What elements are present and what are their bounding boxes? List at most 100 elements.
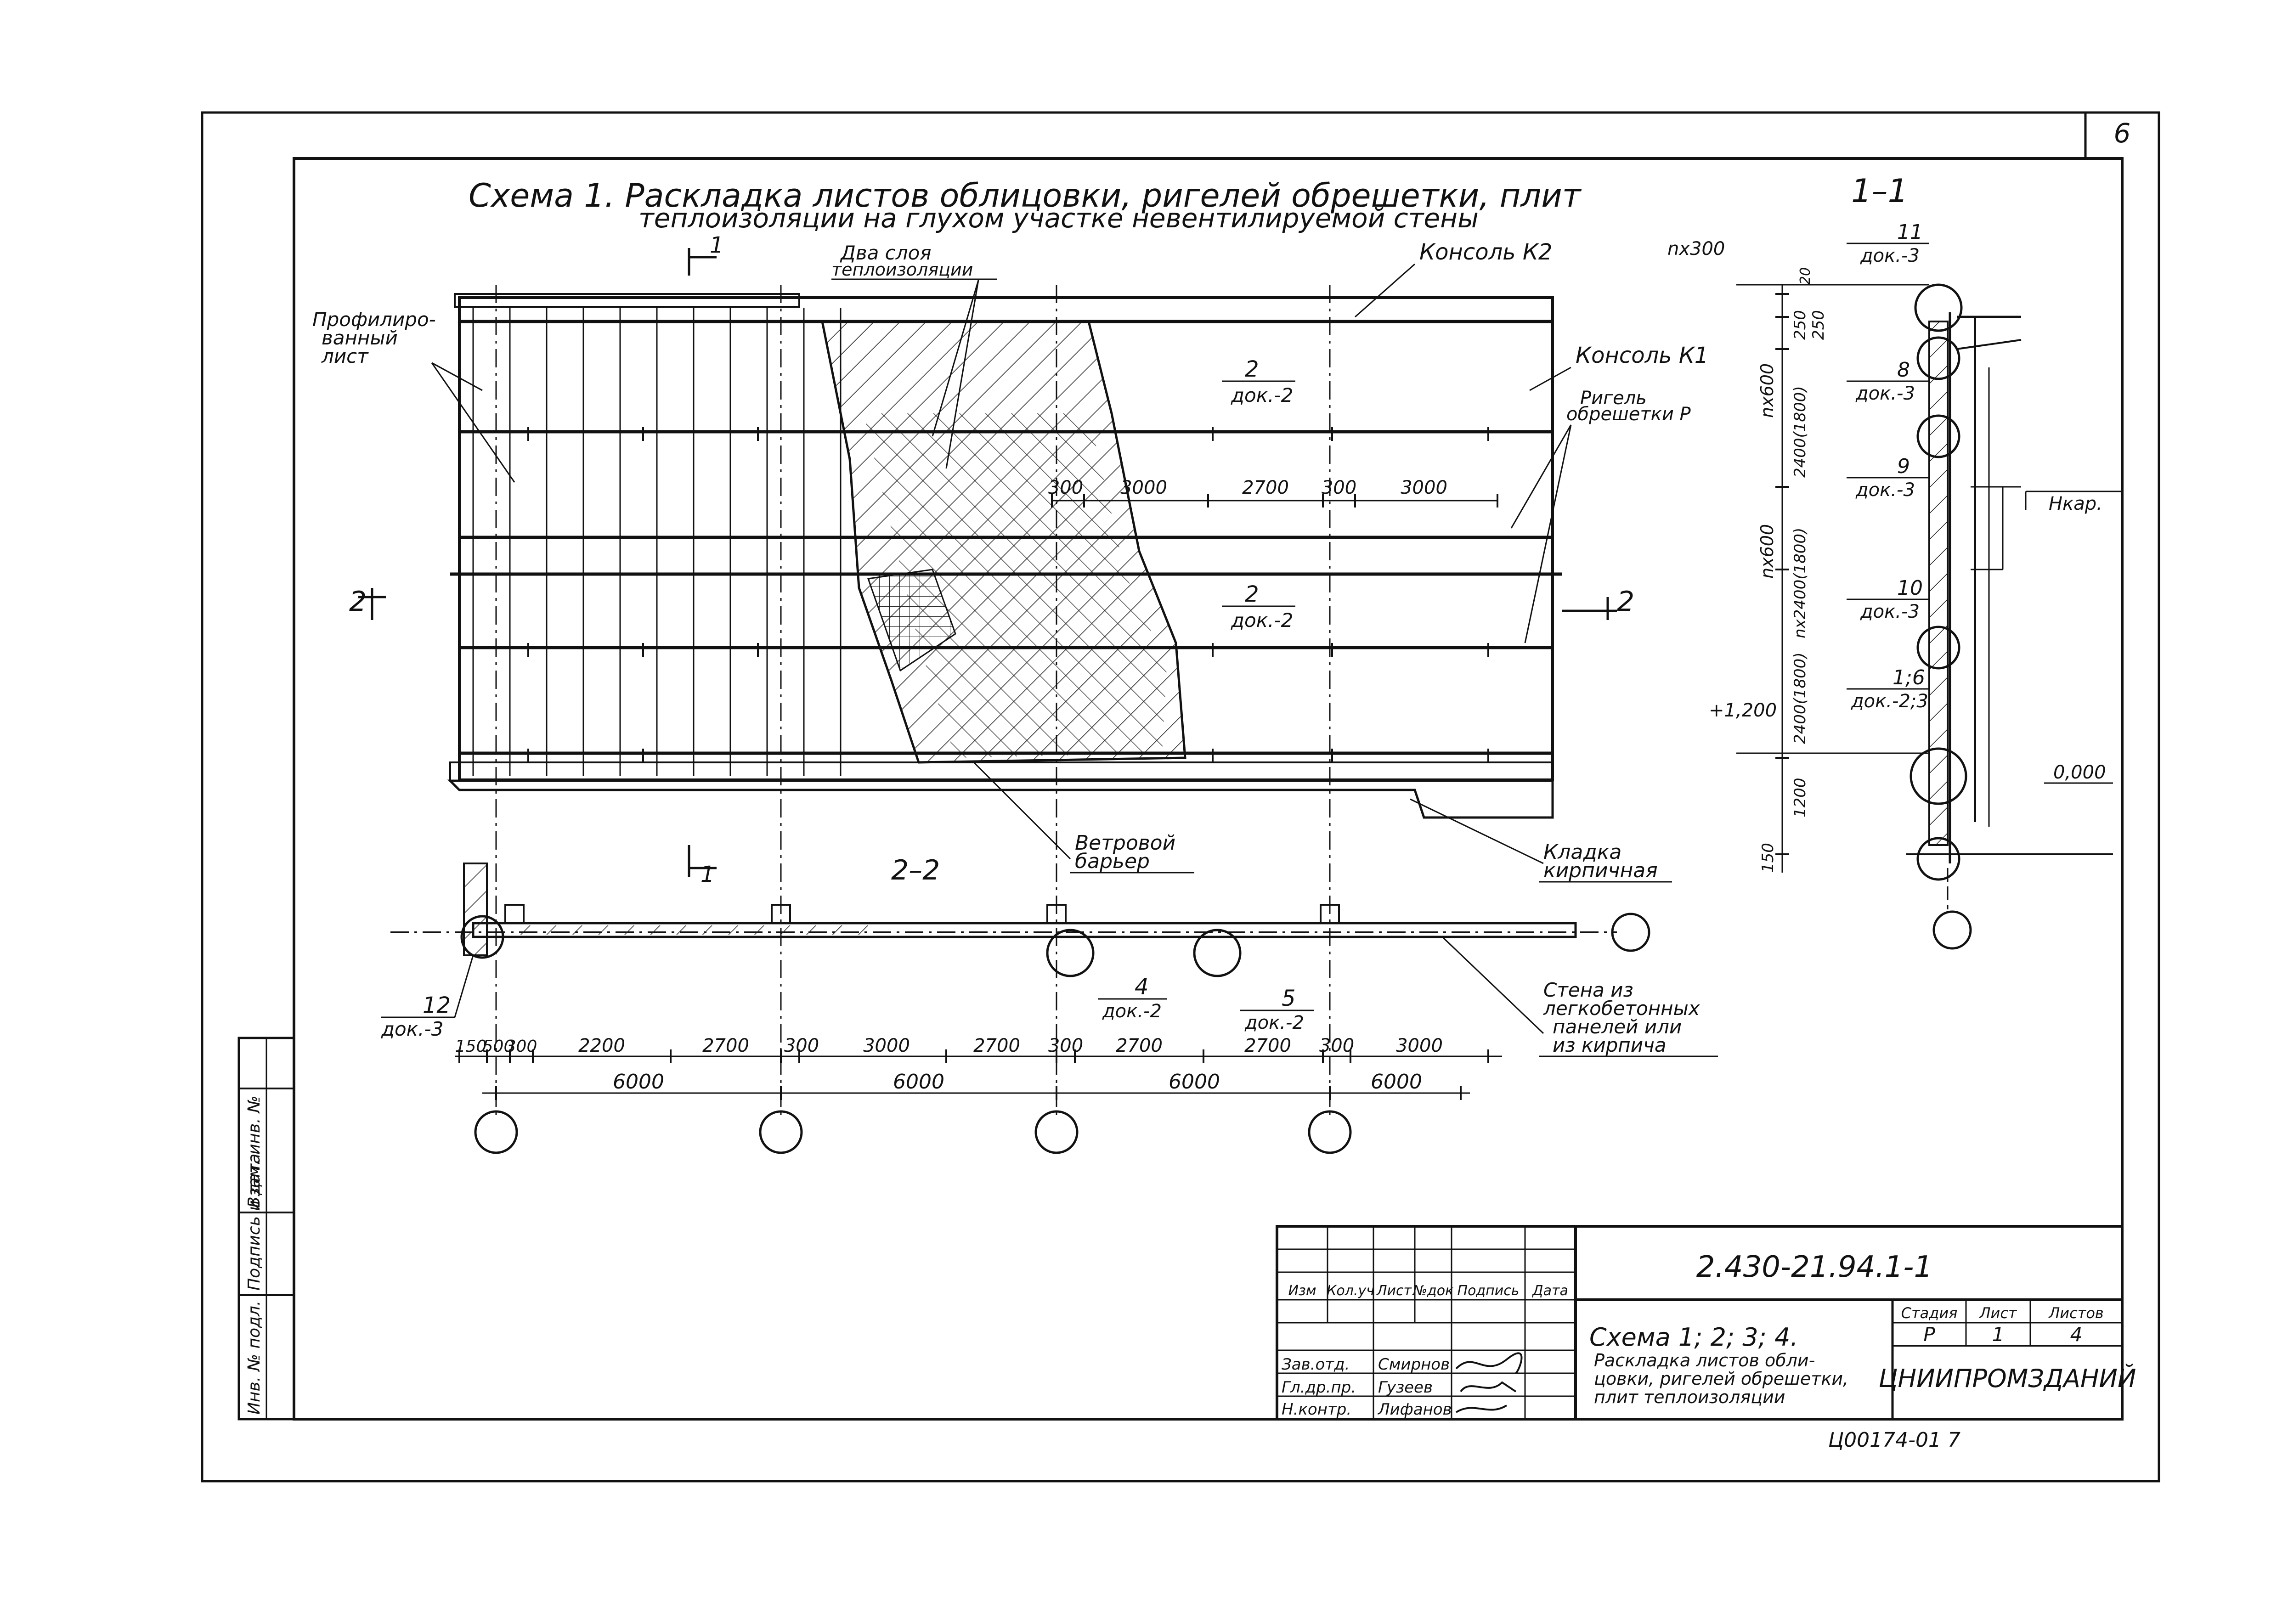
- callout-5-doc: док.-2: [1244, 1012, 1304, 1033]
- section-1-1-title: 1–1: [1851, 172, 1908, 210]
- callout-2a-num: 2: [1245, 356, 1259, 382]
- label-two-layers-2: теплоизоляции: [831, 259, 973, 280]
- callout-8-doc: док.-3: [1855, 383, 1915, 404]
- section-dim-v7: 2400(1800): [1791, 652, 1809, 744]
- dim-300c: 300: [1048, 1035, 1083, 1056]
- upper-dim-2: 3000: [1120, 477, 1167, 498]
- tb-desc-3: цовки, ригелей обрешетки,: [1594, 1369, 1848, 1389]
- label-two-layers-1: Два слоя: [840, 242, 932, 264]
- section-dim-v9: 150: [1759, 843, 1777, 873]
- section-dim-v4: 250: [1809, 310, 1828, 340]
- label-wall-from-3: панелей или: [1553, 1015, 1682, 1038]
- label-profiled-sheet-3: лист: [321, 345, 369, 367]
- section-1-1-drawing: [1736, 283, 2122, 950]
- dim-300b: 300: [784, 1035, 819, 1056]
- label-profiled-sheet-1: Профилиро-: [312, 308, 436, 331]
- title-block: [1276, 1225, 2124, 1421]
- level-zero: 0,000: [2053, 762, 2106, 783]
- callout-11-doc: док.-3: [1860, 245, 1920, 266]
- tb-name-3: Лифанов: [1377, 1400, 1452, 1419]
- facade-elevation: 300 3000 2700 300 3000: [447, 285, 1562, 1121]
- section-dim-v8: 1200: [1791, 778, 1809, 818]
- label-wall-from-1: Стена из: [1543, 979, 1633, 1001]
- callout-2b-num: 2: [1245, 581, 1259, 607]
- section-dim-v2: nx600: [1757, 524, 1777, 579]
- dimension-chain: 150 500 300 2200 2700 300 3000 2700 300 …: [455, 1035, 1502, 1154]
- callout-8-num: 8: [1897, 358, 1910, 382]
- signature-1: [1455, 1352, 1523, 1374]
- section-2-2-title: 2–2: [891, 854, 940, 886]
- dim-2200: 2200: [578, 1035, 625, 1056]
- label-h-kar: Нкар.: [2049, 493, 2102, 514]
- callout-11-num: 11: [1897, 220, 1923, 244]
- dim-3000b: 3000: [1396, 1035, 1443, 1056]
- tb-stage: Р: [1923, 1323, 1935, 1346]
- tb-sheet-label: Лист: [1979, 1304, 2017, 1322]
- axis-dim-4: 6000: [1371, 1070, 1422, 1094]
- dim-150: 150: [455, 1037, 487, 1056]
- tb-sheet: 1: [1992, 1323, 2005, 1346]
- callout-9-num: 9: [1897, 455, 1910, 478]
- label-brick-masonry-1: Кладка: [1543, 840, 1621, 864]
- section-dim-v3: 250: [1791, 310, 1809, 340]
- axis-dim-2: 6000: [893, 1070, 944, 1094]
- inner-frame: [293, 157, 2124, 1421]
- cut-mark-1-bottom: 1: [701, 862, 715, 887]
- scheme-title-line2: теплоизоляции на глухом участке невентил…: [638, 203, 1479, 234]
- upper-dim-1: 300: [1048, 477, 1083, 498]
- section-dim-v10: 20: [1797, 267, 1813, 285]
- tb-col-koluch: Кол.уч: [1327, 1283, 1374, 1299]
- tb-name-2: Гузеев: [1378, 1378, 1433, 1397]
- section-dim-top: nx300: [1667, 238, 1725, 259]
- section-dim-v5: 2400(1800): [1791, 386, 1809, 478]
- tb-col-date: Дата: [1531, 1283, 1568, 1299]
- callout-12-num: 12: [423, 992, 451, 1018]
- level-plus: +1,200: [1709, 700, 1777, 721]
- callout-2b-doc: док.-2: [1231, 609, 1293, 632]
- upper-dim-5: 3000: [1401, 477, 1447, 498]
- stamp-inv-no: Инв. № подл.: [245, 1301, 264, 1415]
- tb-desc-1: Схема 1; 2; 3; 4.: [1589, 1323, 1798, 1352]
- label-wall-from-2: легкобетонных: [1543, 997, 1700, 1020]
- section-2-2-plan: [390, 863, 1650, 977]
- scheme-title-line1: Схема 1. Раскладка листов облицовки, риг…: [469, 177, 1582, 214]
- label-wall-from-4: из кирпича: [1553, 1034, 1667, 1056]
- cut-mark-1-top: 1: [710, 232, 724, 258]
- callout-2a-doc: док.-2: [1231, 384, 1293, 406]
- stamp-signature-date: Подпись и дата: [245, 1154, 264, 1291]
- label-console-k1: Консоль К1: [1576, 343, 1708, 368]
- signature-3: [1455, 1404, 1508, 1413]
- callout-4-doc: док.-2: [1102, 1001, 1162, 1022]
- label-wind-barrier-1: Ветровой: [1075, 831, 1175, 855]
- cut-mark-2-left: 2: [349, 586, 367, 618]
- tb-col-izm: Изм: [1288, 1283, 1316, 1299]
- section-dim-v1: nx600: [1757, 363, 1777, 418]
- tb-sheets: 4: [2070, 1323, 2083, 1346]
- tb-name-1: Смирнов: [1378, 1355, 1450, 1374]
- title-code: 2.430-21.94.1-1: [1696, 1250, 1932, 1284]
- tb-org: ЦНИИПРОМЗДАНИЙ: [1879, 1364, 2136, 1393]
- stamp-replace-inv: Взам. инв. №: [245, 1096, 264, 1208]
- dim-3000a: 3000: [863, 1035, 910, 1056]
- upper-dim-4: 300: [1322, 477, 1356, 498]
- tb-role-3: Н.контр.: [1282, 1400, 1351, 1419]
- section-dim-v6: nx2400(1800): [1791, 528, 1809, 638]
- label-wind-barrier-2: барьер: [1075, 850, 1150, 873]
- tb-role-1: Зав.отд.: [1282, 1355, 1350, 1374]
- tb-sheets-label: Листов: [2048, 1304, 2104, 1322]
- label-profiled-sheet-2: ванный: [322, 327, 398, 349]
- label-console-k2: Консоль К2: [1419, 239, 1552, 265]
- dim-2700d: 2700: [1244, 1035, 1291, 1056]
- dim-300d: 300: [1319, 1035, 1354, 1056]
- axis-dim-3: 6000: [1169, 1070, 1220, 1094]
- axis-dim-1: 6000: [613, 1070, 664, 1094]
- callout-9-doc: док.-3: [1855, 479, 1915, 501]
- dim-300a: 300: [506, 1037, 537, 1056]
- upper-dim-3: 2700: [1242, 477, 1289, 498]
- side-stamp: [237, 1037, 295, 1421]
- dim-2700c: 2700: [1116, 1035, 1163, 1056]
- tb-desc-4: плит теплоизоляции: [1594, 1387, 1785, 1407]
- tb-desc-2: Раскладка листов обли-: [1594, 1350, 1815, 1370]
- tb-col-doc: №док: [1412, 1283, 1453, 1299]
